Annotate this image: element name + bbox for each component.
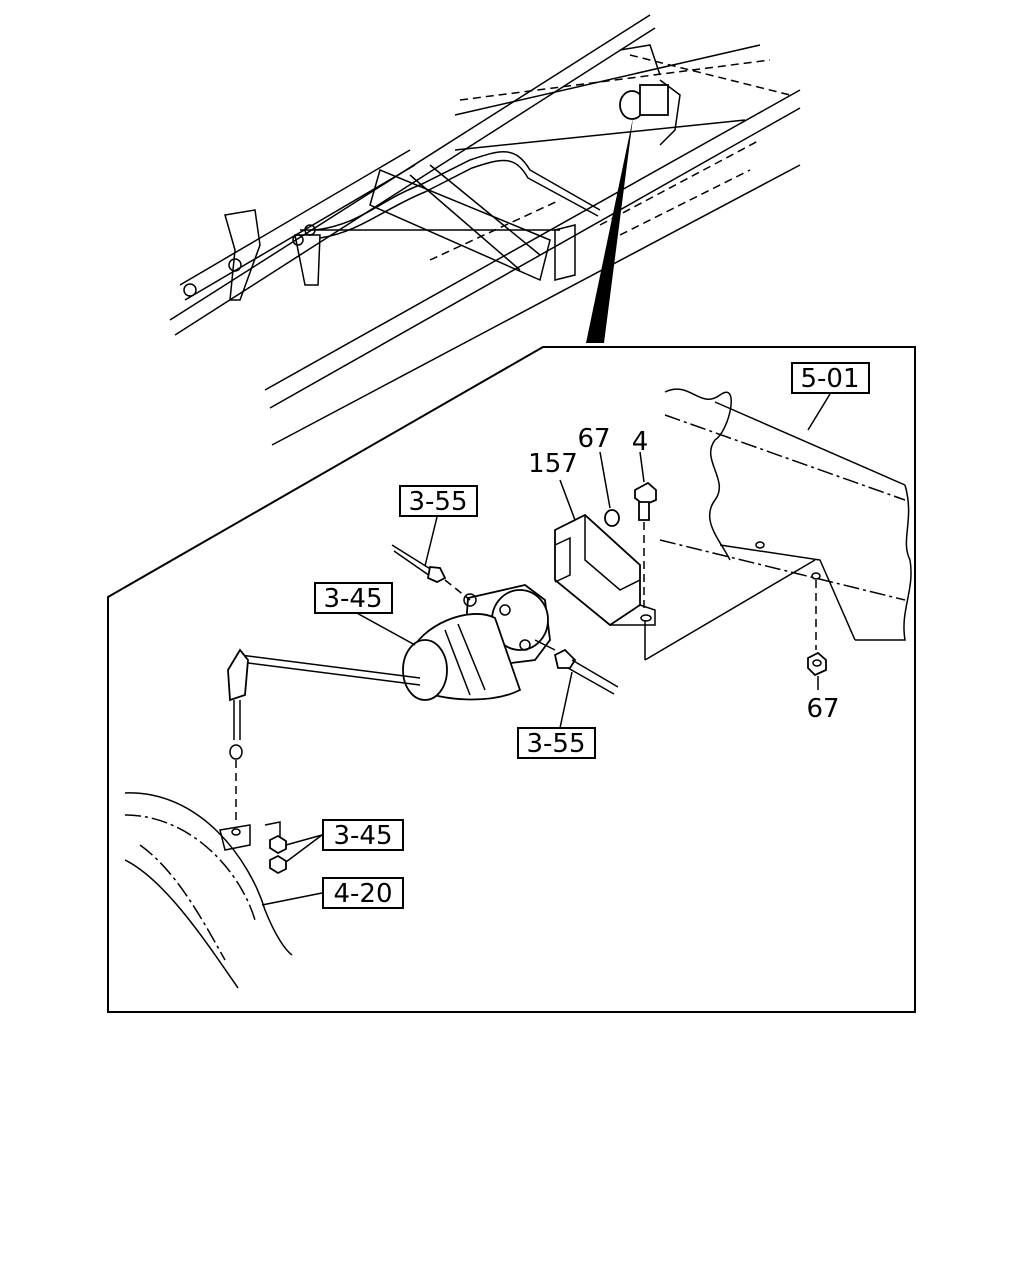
detail-pointer (586, 118, 633, 343)
nut-67-top (604, 509, 620, 527)
part-number-67-top: 67 (577, 424, 610, 454)
callout-3-55-top: 3-55 (399, 485, 478, 517)
part-number-67-bottom: 67 (806, 694, 839, 724)
part-number-4: 4 (632, 427, 649, 457)
callout-3-55-top-label: 3-55 (408, 487, 467, 517)
frame-rail-section (644, 388, 912, 661)
callout-5-01: 5-01 (791, 362, 870, 394)
callout-3-45-bottom: 3-45 (322, 819, 404, 851)
callout-4-20: 4-20 (322, 877, 404, 909)
nut-67-bottom (807, 651, 827, 677)
detail-frame (107, 346, 916, 1013)
nuts-3-45 (269, 834, 287, 875)
bracket-157 (554, 513, 656, 627)
leader-lines (261, 393, 831, 906)
callout-4-20-label: 4-20 (333, 879, 392, 909)
callout-3-45-mid-label: 3-45 (323, 584, 382, 614)
axle-housing (124, 792, 293, 989)
chassis-overview (169, 14, 801, 446)
brake-chamber (402, 584, 556, 701)
pipe-upper (391, 544, 471, 601)
lever-linkage (219, 648, 421, 851)
bolt-4 (634, 481, 657, 610)
callout-5-01-label: 5-01 (800, 364, 859, 394)
callout-3-55-bottom-label: 3-55 (526, 729, 585, 759)
part-number-157: 157 (528, 449, 578, 479)
pipe-lower (553, 648, 619, 695)
callout-3-45-bottom-label: 3-45 (333, 821, 392, 851)
callout-3-55-bottom: 3-55 (517, 727, 596, 759)
callout-3-45-mid: 3-45 (314, 582, 393, 614)
